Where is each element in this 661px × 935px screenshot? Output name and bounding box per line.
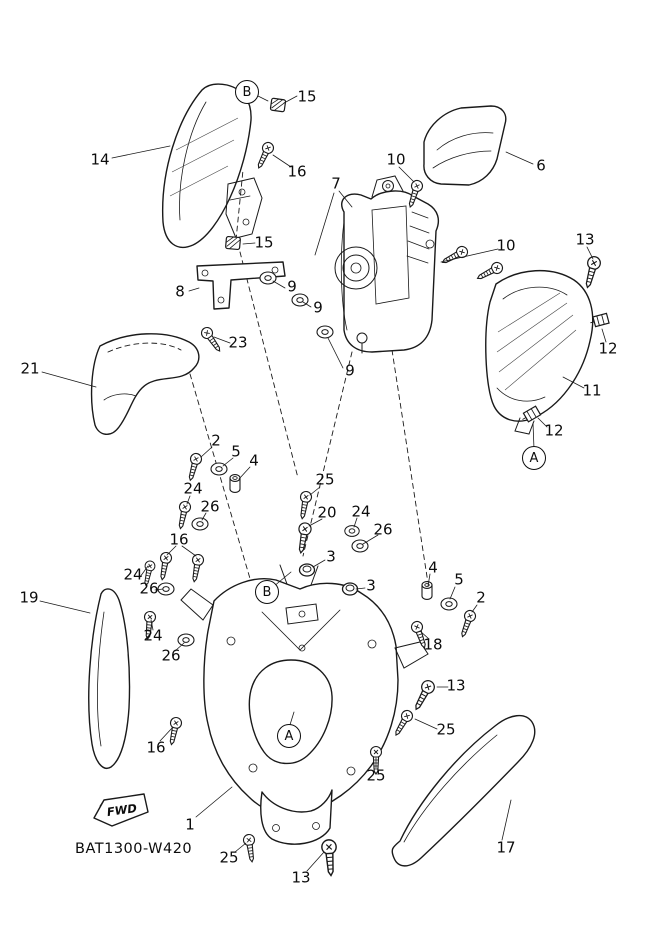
part-19-left-winglet bbox=[88, 588, 131, 769]
assembly-dashed-lines bbox=[189, 169, 431, 597]
clamp-icon bbox=[269, 97, 287, 113]
part-11-side-lens bbox=[485, 270, 594, 435]
leader-lines bbox=[39, 94, 607, 872]
washer-icon bbox=[191, 517, 209, 531]
part-21-upper-cowl bbox=[90, 333, 200, 435]
screw-icon bbox=[409, 619, 431, 651]
part-7-headlight-assembly bbox=[334, 175, 440, 354]
screw-icon bbox=[188, 553, 205, 584]
visor-stay-bracket bbox=[225, 177, 263, 239]
part-6-bracket bbox=[423, 105, 507, 186]
washer-icon bbox=[344, 525, 360, 537]
part-14-windshield bbox=[161, 83, 252, 249]
screw-icon bbox=[409, 677, 438, 713]
part-8-stay-bracket bbox=[196, 261, 286, 310]
washer-icon bbox=[259, 271, 277, 285]
screw-icon bbox=[439, 244, 470, 268]
grommet-icon bbox=[341, 582, 359, 596]
washer-icon bbox=[291, 293, 309, 307]
screw-icon bbox=[320, 838, 339, 877]
screw-icon bbox=[294, 521, 313, 555]
washer-icon bbox=[316, 325, 334, 339]
screw-icon bbox=[141, 610, 157, 641]
drawing-code: BAT1300-W420 bbox=[75, 841, 192, 857]
screw-icon bbox=[156, 551, 173, 582]
fwd-label: FWD bbox=[106, 801, 138, 819]
screw-icon bbox=[253, 140, 276, 171]
screw-icon bbox=[580, 254, 603, 290]
screw-icon bbox=[184, 451, 204, 483]
screw-icon bbox=[456, 608, 478, 640]
screw-icon bbox=[474, 260, 505, 284]
fwd-marker: FWD bbox=[93, 793, 149, 827]
clamp-icon bbox=[224, 235, 242, 251]
washer-icon bbox=[351, 539, 369, 553]
collar-icon bbox=[421, 581, 433, 600]
screw-icon bbox=[174, 499, 193, 531]
grommet-icon bbox=[298, 563, 316, 577]
part-1-front-cowl bbox=[180, 564, 429, 845]
screw-icon bbox=[242, 833, 259, 864]
part-17-right-winglet bbox=[391, 715, 536, 867]
screw-icon bbox=[165, 715, 184, 747]
screw-icon bbox=[140, 559, 157, 587]
washer-icon bbox=[177, 633, 195, 647]
collar-icon bbox=[229, 474, 241, 493]
washer-icon bbox=[440, 597, 458, 611]
